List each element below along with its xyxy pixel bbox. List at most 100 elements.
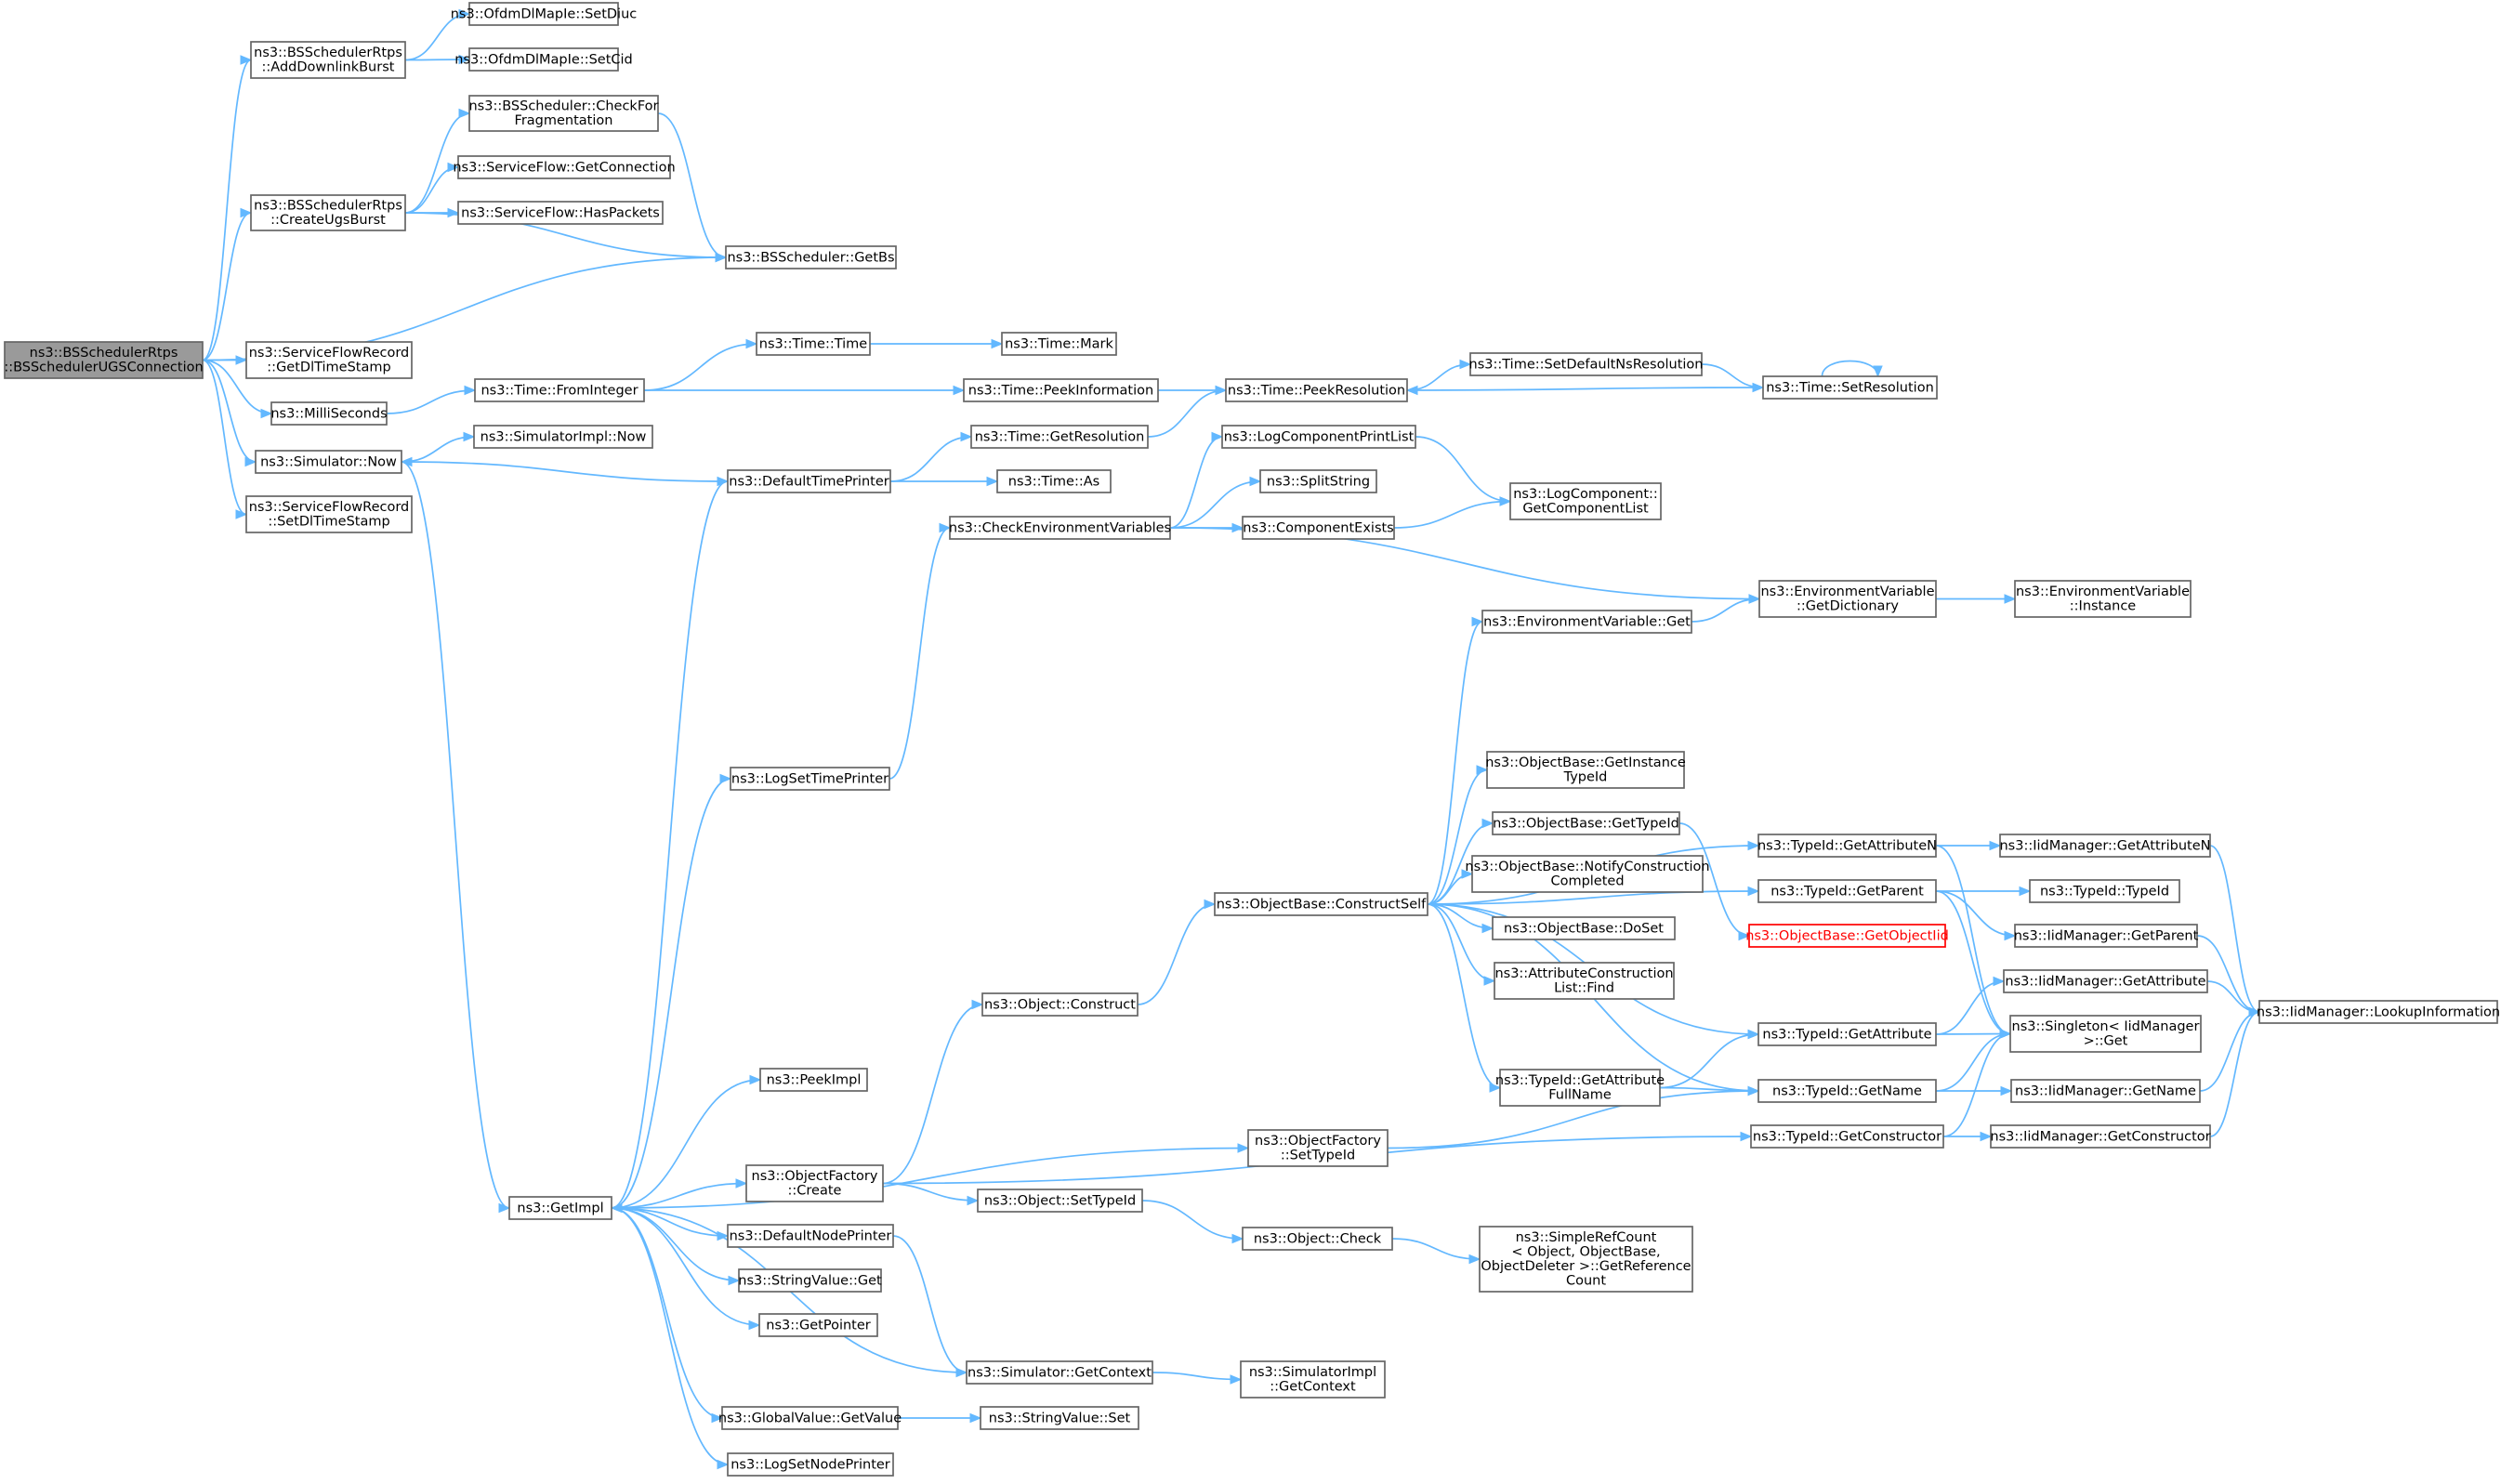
node-label: ns3::Simulator::GetContext <box>967 1365 1152 1380</box>
node-obj-fact-set-tid[interactable]: ns3::ObjectFactory::SetTypeId <box>1247 1129 1389 1167</box>
node-type-id-tid[interactable]: ns3::TypeId::TypeId <box>2029 879 2180 903</box>
node-log-set-node[interactable]: ns3::LogSetNodePrinter <box>727 1452 894 1477</box>
node-set-dl-ts[interactable]: ns3::ServiceFlowRecord::SetDlTimeStamp <box>245 495 413 533</box>
node-root[interactable]: ns3::BSSchedulerRtps::BSSchedulerUGSConn… <box>4 341 204 379</box>
edge-arrowhead <box>715 252 728 263</box>
node-log-set-time[interactable]: ns3::LogSetTimePrinter <box>730 767 890 791</box>
edge-check-env-to-log-print-list <box>1169 436 1223 529</box>
node-split-str[interactable]: ns3::SplitString <box>1259 469 1377 493</box>
node-box <box>1757 1079 1937 1103</box>
node-tid-get-attr[interactable]: ns3::TypeId::GetAttribute <box>1757 1022 1937 1046</box>
node-box <box>508 1196 612 1220</box>
node-log-print-list[interactable]: ns3::LogComponentPrintList <box>1221 425 1416 449</box>
node-label: ns3::EnvironmentVariable::Get <box>1483 614 1691 629</box>
node-get-impl[interactable]: ns3::GetImpl <box>508 1196 612 1220</box>
node-get-attr-n[interactable]: ns3::TypeId::GetAttributeN <box>1757 834 1937 858</box>
node-get-type-id[interactable]: ns3::ObjectBase::GetTypeId <box>1492 811 1680 835</box>
node-notify-cons[interactable]: ns3::ObjectBase::NotifyConstructionCompl… <box>1465 855 1710 893</box>
node-env-get[interactable]: ns3::EnvironmentVariable::Get <box>1481 610 1692 634</box>
edge-get-impl-to-def-node-printer <box>611 1207 729 1237</box>
node-sim-impl-now[interactable]: ns3::SimulatorImpl::Now <box>473 425 653 449</box>
node-peek-info[interactable]: ns3::Time::PeekInformation <box>963 378 1159 402</box>
edge-sim-get-ctx-to-sim-impl-get-ctx <box>1152 1372 1242 1381</box>
node-milli[interactable]: ns3::MilliSeconds <box>270 401 388 426</box>
node-label: ns3::TypeId::GetName <box>1772 1083 1922 1098</box>
node-peek-res[interactable]: ns3::Time::PeekResolution <box>1225 378 1408 402</box>
node-str-val-get[interactable]: ns3::StringValue::Get <box>738 1268 882 1293</box>
node-global-get-val[interactable]: ns3::GlobalValue::GetValue <box>718 1406 902 1430</box>
node-comp-exists[interactable]: ns3::ComponentExists <box>1242 516 1395 540</box>
node-sim-now[interactable]: ns3::Simulator::Now <box>255 450 402 474</box>
edge-def-time-printer-to-get-res <box>889 436 972 482</box>
node-box <box>1494 962 1675 1000</box>
node-obj-set-tid[interactable]: ns3::Object::SetTypeId <box>977 1189 1143 1213</box>
node-time-time[interactable]: ns3::Time::Time <box>756 332 871 356</box>
edge-iid-get-attr-n-to-lookup-info <box>2209 845 2260 1013</box>
node-sim-impl-get-ctx[interactable]: ns3::SimulatorImpl::GetContext <box>1240 1360 1386 1399</box>
edge-arrowhead <box>1481 923 1494 934</box>
node-iid-get-attr[interactable]: ns3::IidManager::GetAttribute <box>2003 969 2208 993</box>
edge-arrowhead <box>244 456 257 467</box>
node-check-env[interactable]: ns3::CheckEnvironmentVariables <box>949 516 1171 540</box>
node-def-node-printer[interactable]: ns3::DefaultNodePrinter <box>727 1224 894 1248</box>
node-def-time-printer[interactable]: ns3::DefaultTimePrinter <box>727 469 891 493</box>
edge-arrowhead <box>1738 930 1751 941</box>
node-label: < Object, ObjectBase, <box>1511 1245 1660 1260</box>
node-str-val-set[interactable]: ns3::StringValue::Set <box>980 1406 1139 1430</box>
node-add-dl[interactable]: ns3::BSSchedulerRtps::AddDownlinkBurst <box>250 41 406 79</box>
node-set-def-ns[interactable]: ns3::Time::SetDefaultNsResolution <box>1469 352 1704 376</box>
node-do-set[interactable]: ns3::ObjectBase::DoSet <box>1492 916 1676 940</box>
node-obj-fact-create[interactable]: ns3::ObjectFactory::Create <box>745 1164 884 1202</box>
node-obj-check[interactable]: ns3::Object::Check <box>1242 1227 1393 1251</box>
node-get-dl-ts[interactable]: ns3::ServiceFlowRecord::GetDlTimeStamp <box>245 341 413 379</box>
node-env-inst[interactable]: ns3::EnvironmentVariable::Instance <box>2014 580 2192 618</box>
node-construct-self[interactable]: ns3::ObjectBase::ConstructSelf <box>1214 892 1428 916</box>
edge-arrowhead <box>2004 930 2017 941</box>
node-label: ns3::BSSchedulerRtps <box>254 199 402 214</box>
node-label: ns3::ObjectFactory <box>1255 1134 1381 1149</box>
node-get-comp-list[interactable]: ns3::LogComponent::GetComponentList <box>1509 482 1662 520</box>
node-get-pointer[interactable]: ns3::GetPointer <box>758 1313 878 1337</box>
node-get-conn[interactable]: ns3::ServiceFlow::GetConnection <box>453 155 676 179</box>
node-time-as[interactable]: ns3::Time::As <box>996 469 1112 493</box>
node-label: ns3::EnvironmentVariable <box>2016 584 2190 599</box>
node-get-res[interactable]: ns3::Time::GetResolution <box>970 425 1149 449</box>
node-sim-get-ctx[interactable]: ns3::Simulator::GetContext <box>966 1360 1153 1385</box>
node-get-bs[interactable]: ns3::BSScheduler::GetBs <box>725 245 897 269</box>
node-tid-get-cons[interactable]: ns3::TypeId::GetConstructor <box>1750 1124 1944 1149</box>
node-box <box>759 1068 868 1092</box>
node-label: ns3::TypeId::GetAttribute <box>1495 1073 1665 1088</box>
node-box <box>457 201 664 225</box>
node-label: ns3::TypeId::GetParent <box>1770 884 1924 899</box>
node-iid-get-cons[interactable]: ns3::IidManager::GetConstructor <box>1990 1124 2211 1149</box>
node-peek-impl[interactable]: ns3::PeekImpl <box>759 1068 868 1092</box>
edge-arrowhead <box>953 385 966 396</box>
node-iid-get-name[interactable]: ns3::IidManager::GetName <box>2010 1079 2201 1103</box>
node-create-ugs[interactable]: ns3::BSSchedulerRtps::CreateUgsBurst <box>250 194 406 231</box>
node-iid-get-attr-n[interactable]: ns3::IidManager::GetAttributeN <box>1999 834 2211 858</box>
node-box <box>1757 834 1937 858</box>
edge-arrowhead <box>235 355 248 365</box>
edge-arrowhead <box>749 1074 762 1085</box>
node-env-get-dict[interactable]: ns3::EnvironmentVariable::GetDictionary <box>1758 580 1937 618</box>
node-get-parent[interactable]: ns3::TypeId::GetParent <box>1757 879 1937 903</box>
node-lookup-info[interactable]: ns3::IidManager::LookupInformation <box>2257 1000 2500 1024</box>
node-tid-get-name[interactable]: ns3::TypeId::GetName <box>1757 1079 1937 1103</box>
node-set-diuc[interactable]: ns3::OfdmDlMapIe::SetDiuc <box>451 2 638 26</box>
edge-arrowhead <box>235 509 248 519</box>
node-singleton-get[interactable]: ns3::Singleton< IidManager>::Get <box>2009 1015 2202 1053</box>
node-simple-ref[interactable]: ns3::SimpleRefCount< Object, ObjectBase,… <box>1479 1226 1693 1293</box>
node-iid-get-parent[interactable]: ns3::IidManager::GetParent <box>2014 924 2199 948</box>
node-obj-construct[interactable]: ns3::Object::Construct <box>981 992 1139 1017</box>
node-get-obj-tid[interactable]: ns3::ObjectBase::GetObjectIid <box>1745 924 1949 948</box>
node-box <box>468 2 619 26</box>
node-time-mark[interactable]: ns3::Time::Mark <box>1001 332 1117 356</box>
node-set-res[interactable]: ns3::Time::SetResolution <box>1762 375 1938 400</box>
node-set-cid[interactable]: ns3::OfdmDlMapIe::SetCid <box>454 47 633 72</box>
node-from-int[interactable]: ns3::Time::FromInteger <box>474 378 645 402</box>
node-has-packets[interactable]: ns3::ServiceFlow::HasPackets <box>457 201 664 225</box>
